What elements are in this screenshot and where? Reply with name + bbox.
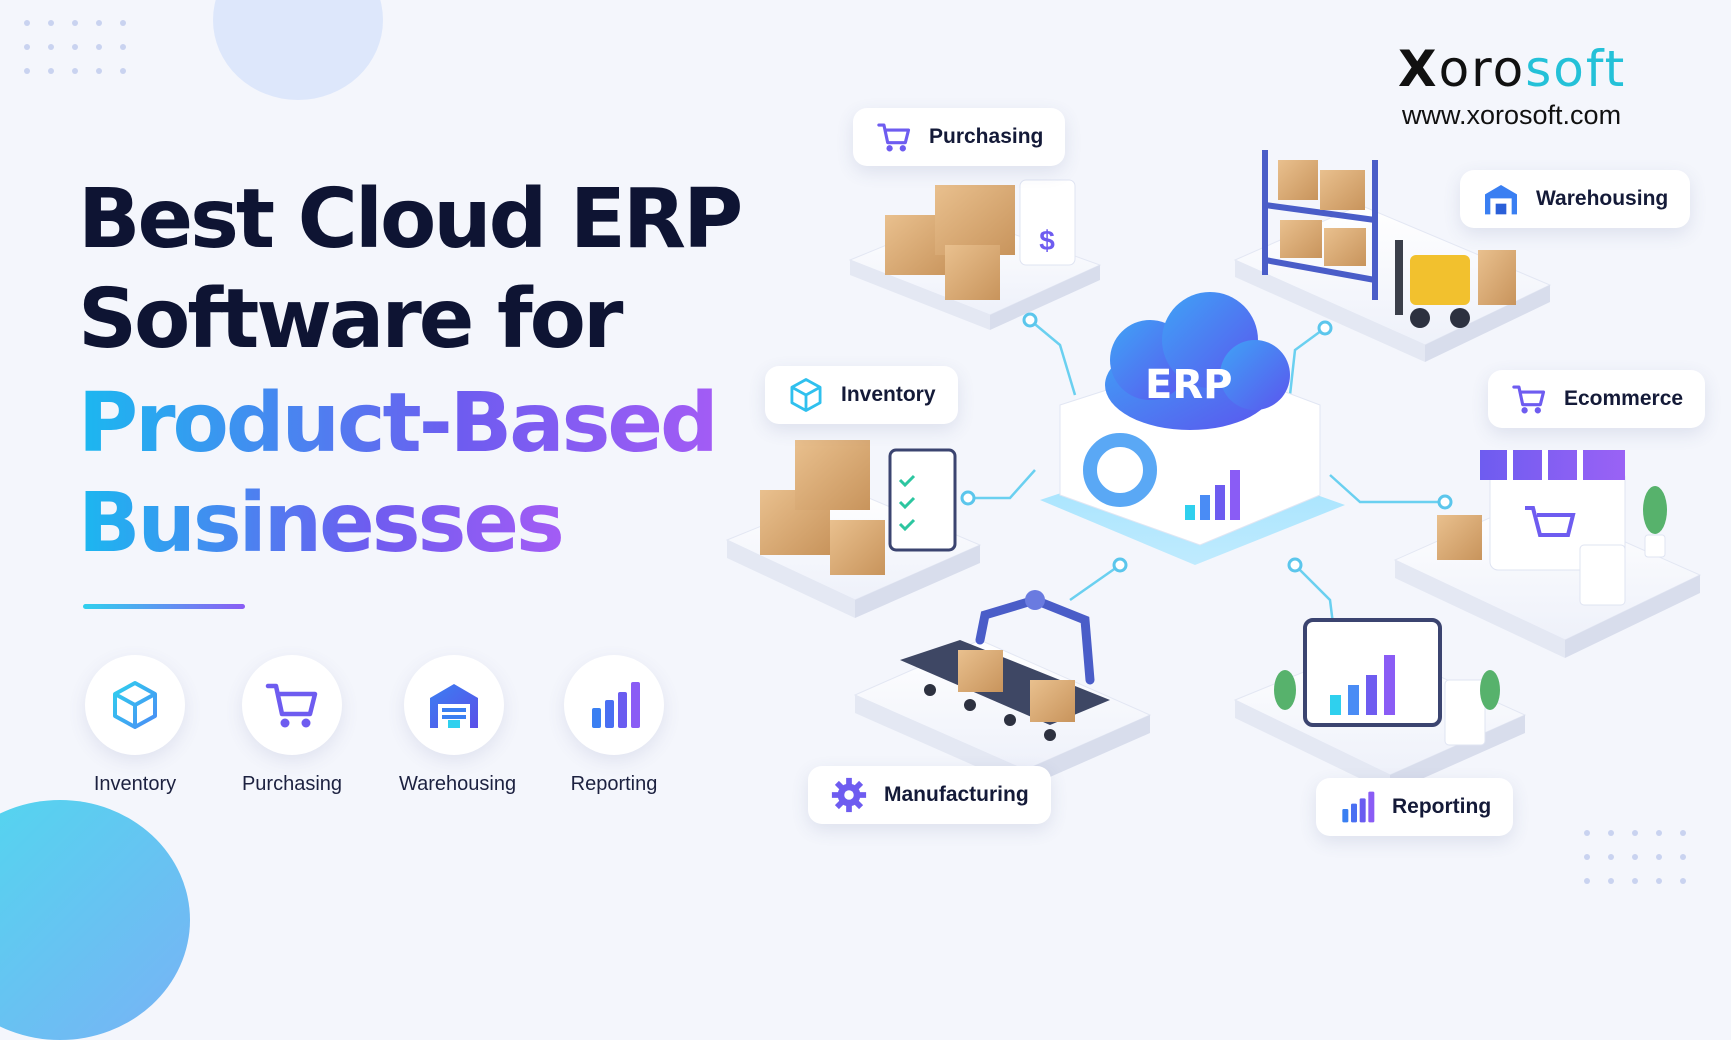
clipboard: [888, 448, 957, 552]
feature-warehousing-label: Warehousing: [399, 773, 517, 795]
decor-dots-bottom-right: [1584, 830, 1686, 884]
headline-line-3: Product-Based: [78, 374, 719, 474]
module-warehousing-label: Warehousing: [1536, 187, 1669, 210]
module-reporting-label: Reporting: [1392, 795, 1492, 818]
bar-chart-icon: [1342, 791, 1375, 823]
bar-chart-icon: [592, 682, 640, 728]
plant-left-icon: [1274, 670, 1296, 710]
brand-logo: Xorosoft: [1398, 40, 1626, 98]
module-purchasing-label: Purchasing: [929, 125, 1044, 148]
feature-reporting-label: Reporting: [570, 773, 658, 795]
purchasing-boxes: [885, 185, 1015, 300]
warehousing-platform: [1233, 150, 1552, 362]
logo-soft-text: soft: [1525, 40, 1627, 98]
ecommerce-platform: [1393, 450, 1702, 658]
purchasing-platform: $: [848, 179, 1102, 330]
module-purchasing-pill: Purchasing: [853, 108, 1066, 166]
module-inventory-label: Inventory: [841, 383, 936, 406]
reporting-platform: [1233, 618, 1527, 793]
donut-chart-icon: [1083, 433, 1157, 507]
logo-oro-text: oro: [1438, 40, 1526, 98]
erp-scene: $: [725, 150, 1702, 793]
cart-icon: [877, 123, 911, 152]
cloud-icon: [1105, 292, 1290, 430]
logo-x-mark: X: [1398, 40, 1439, 98]
feature-purchasing: Purchasing: [237, 655, 347, 796]
forklift: [1395, 240, 1516, 328]
gear-icon: [831, 777, 867, 813]
erp-hub-label: ERP: [1145, 362, 1233, 408]
invoice-sheet: [1019, 179, 1076, 266]
module-manufacturing-pill: Manufacturing: [808, 766, 1051, 824]
awning-stripes: [1507, 450, 1583, 480]
feature-inventory: Inventory: [80, 655, 190, 796]
connector-nodes: [960, 312, 1453, 573]
headline-line-1: Best Cloud ERP: [78, 172, 743, 267]
module-warehousing-pill: Warehousing: [1460, 170, 1691, 228]
module-inventory-pill: Inventory: [765, 366, 958, 424]
conveyor-rollers: [924, 684, 1056, 741]
module-ecommerce-label: Ecommerce: [1564, 387, 1684, 410]
inventory-platform: [725, 440, 982, 618]
module-reporting-pill: Reporting: [1316, 778, 1514, 836]
module-ecommerce-pill: Ecommerce: [1488, 370, 1706, 428]
feature-purchasing-label: Purchasing: [241, 773, 343, 795]
dollar-icon: $: [1039, 225, 1055, 256]
store-cart-icon: [1525, 506, 1576, 537]
cube-icon: [113, 681, 157, 729]
plant-icon: [1643, 486, 1667, 558]
plant-right-icon: [1480, 670, 1500, 710]
erp-hub: [1040, 292, 1345, 565]
warehouse-icon: [430, 684, 478, 728]
module-manufacturing-label: Manufacturing: [884, 783, 1029, 806]
headline-line-2: Software for: [78, 272, 623, 367]
decor-dots-top-left: [24, 20, 126, 74]
monitor-bars: [1330, 655, 1395, 715]
feature-inventory-circle: [85, 655, 185, 755]
cart-icon: [265, 683, 318, 728]
warehouse-shelf: [1262, 150, 1378, 300]
headline-line-4: Businesses: [78, 474, 565, 574]
headline-underline: [83, 604, 245, 609]
feature-warehousing: Warehousing: [399, 655, 517, 796]
feature-reporting-circle: [564, 655, 664, 755]
feature-purchasing-circle: [242, 655, 342, 755]
manufacturing-platform: [853, 590, 1152, 788]
store-awning: [1480, 450, 1625, 480]
hub-bars: [1185, 470, 1240, 520]
brand-url: www.xorosoft.com: [1402, 100, 1622, 130]
checklist-icon: [898, 474, 916, 532]
cart-icon: [1512, 385, 1546, 414]
feature-reporting: Reporting: [559, 655, 669, 796]
feature-warehousing-circle: [404, 655, 504, 755]
feature-inventory-label: Inventory: [93, 773, 177, 795]
cube-icon: [790, 378, 822, 412]
warehouse-icon: [1485, 185, 1517, 215]
